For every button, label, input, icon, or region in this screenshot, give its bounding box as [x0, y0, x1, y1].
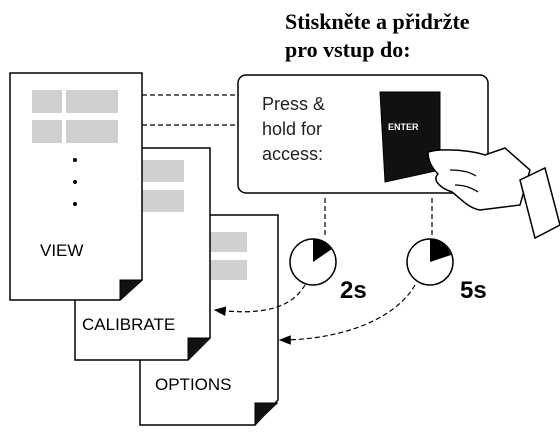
- view-page: VIEW: [9, 72, 143, 301]
- options-page-corner-fold: [254, 402, 278, 425]
- timer-5s-label: 5s: [460, 277, 487, 304]
- panel-text-line-1: Press &: [262, 94, 325, 114]
- panel-text-line-2: hold for: [262, 119, 322, 139]
- view-page-corner-fold: [119, 279, 142, 300]
- view-placeholder-block: [32, 90, 62, 113]
- enter-key[interactable]: ENTER: [379, 91, 441, 183]
- title-line-2: pro vstup do:: [285, 37, 411, 62]
- timer-2s-icon: 2s: [289, 198, 367, 304]
- arrow-to-options: [278, 284, 416, 345]
- calibrate-placeholder-block: [132, 190, 184, 212]
- diagram-title: Stiskněte a přidržte pro vstup do:: [285, 8, 555, 64]
- sleeve-cuff: [519, 166, 560, 240]
- pointing-hand-icon: [427, 147, 560, 240]
- view-placeholder-block: [66, 90, 118, 113]
- title-line-1: Stiskněte a přidržte: [285, 9, 470, 34]
- view-placeholder-block: [32, 120, 62, 143]
- view-label: VIEW: [40, 241, 83, 260]
- ellipsis-dot: [73, 202, 77, 206]
- enter-key-label: ENTER: [388, 122, 419, 132]
- ellipsis-dot: [73, 180, 77, 184]
- ellipsis-dot: [73, 158, 77, 162]
- timer-2s-label: 2s: [340, 277, 367, 304]
- calibrate-page-corner-fold: [187, 337, 210, 360]
- calibrate-placeholder-block: [132, 160, 184, 182]
- panel-text-line-3: access:: [262, 144, 323, 164]
- options-label: OPTIONS: [155, 375, 232, 394]
- arrow-to-calibrate: [213, 284, 306, 316]
- calibrate-label: CALIBRATE: [82, 315, 175, 334]
- timer-5s-icon: 5s: [406, 198, 487, 304]
- view-placeholder-block: [66, 120, 118, 143]
